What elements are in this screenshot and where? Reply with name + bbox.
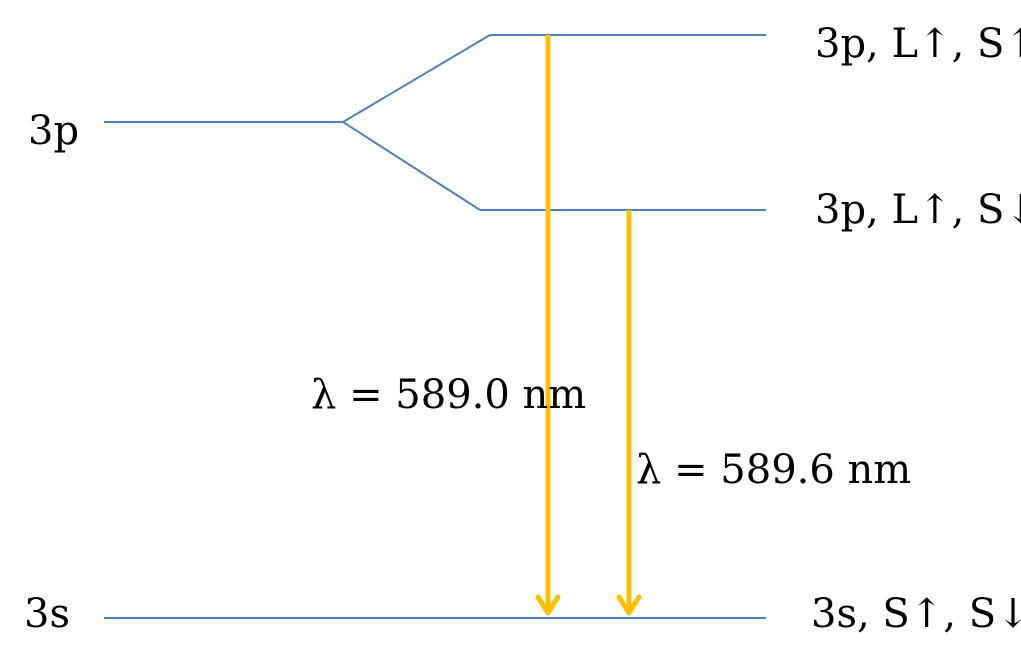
transition-arrow-589-0 xyxy=(535,35,561,616)
label-3p: 3p xyxy=(28,108,79,154)
transition-arrow-589-6 xyxy=(616,210,642,616)
label-wavelength-589-6: λ = 589.6 nm xyxy=(636,447,911,493)
label-3s-split: 3s, S↑, S↓ xyxy=(811,591,1021,637)
label-3p-upper: 3p, L↑, S↑ xyxy=(815,21,1021,67)
label-3s: 3s xyxy=(24,591,70,637)
label-3p-lower: 3p, L↑, S↓ xyxy=(815,187,1021,233)
split-branch-lower xyxy=(342,121,481,211)
split-branch-upper xyxy=(342,34,491,123)
label-wavelength-589-0: λ = 589.0 nm xyxy=(311,372,586,418)
